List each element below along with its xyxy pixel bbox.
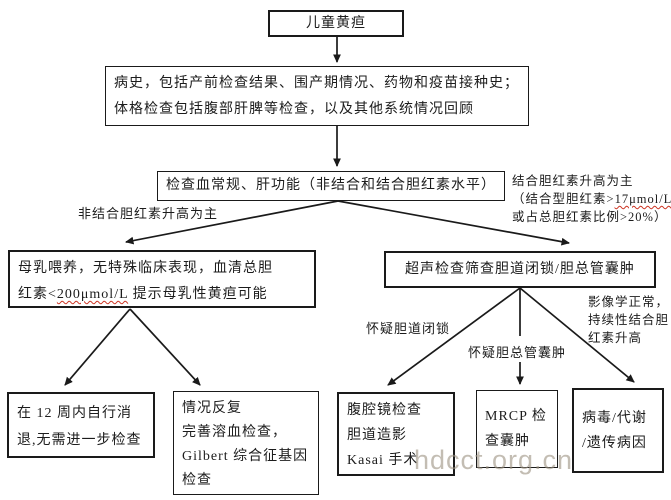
edge-label-imaging-line3: 红素升高 <box>588 331 643 345</box>
node-breast-milk-line2: 红素<200μmol/L 提示母乳性黄疸可能 <box>18 282 306 308</box>
node-recurrent-line2: 完善溶血检查， <box>182 425 287 440</box>
edge-label-conjugated: 结合胆红素升高为主 （结合型胆红素>17μmol/L 或占总胆红素比例>20%） <box>512 172 671 226</box>
node-ultrasound-screen-label: 超声检查筛查胆道闭锁/胆总管囊肿 <box>405 261 635 277</box>
node-viral-metabolic-genetic: 病毒/代谢 /遗传病因 <box>572 388 664 473</box>
node-breast-milk-line2-pre: 红素< <box>18 287 57 302</box>
edge-label-unconjugated: 非结合胆红素升高为主 <box>78 206 219 221</box>
node-ultrasound-screen: 超声检查筛查胆道闭锁/胆总管囊肿 <box>384 251 656 288</box>
node-blood-liver-tests-label: 检查血常规、肝功能（非结合和结合胆红素水平） <box>166 178 496 193</box>
node-mrcp-cyst: MRCP 检 查囊肿 <box>476 390 558 468</box>
edge-label-suspect-atresia: 怀疑胆道闭锁 <box>366 321 451 336</box>
node-etiology-line2: /遗传病因 <box>582 435 647 451</box>
node-self-resolve-line1: 在 12 周内自行消 <box>17 406 132 421</box>
edge-label-suspect-cyst: 怀疑胆总管囊肿 <box>468 345 567 360</box>
edge-label-imaging-line1: 影像学正常， <box>588 295 670 309</box>
node-pediatric-jaundice-label: 儿童黄疸 <box>306 15 366 31</box>
edge-label-conjugated-line3: 或占总胆红素比例>20%） <box>512 210 668 224</box>
node-breast-milk-line1: 母乳喂养，无特殊临床表现，血清总胆 <box>18 261 273 276</box>
node-mrcp-line2: 查囊肿 <box>485 434 530 449</box>
node-history-line1: 病史，包括产前检查结果、围产期情况、药物和疫苗接种史； <box>114 76 519 91</box>
edge-label-conjugated-threshold: 17μmol/L <box>614 192 671 206</box>
node-laparoscopy-line2: 胆道造影 <box>347 428 407 443</box>
node-history-exam: 病史，包括产前检查结果、围产期情况、药物和疫苗接种史； 体格检查包括腹部肝脾等检… <box>105 66 529 126</box>
node-self-resolve-line2: 退,无需进一步检查 <box>17 433 142 448</box>
node-recurrent-line4: 检查 <box>182 473 212 488</box>
edge-label-conjugated-line2-pre: （结合型胆红素> <box>512 192 615 206</box>
arrow-breastmilk-to-resolve <box>64 308 131 386</box>
node-breast-milk-bilirubin-value: 200μmol/L <box>56 287 129 302</box>
node-breast-milk-jaundice: 母乳喂养，无特殊临床表现，血清总胆 红素<200μmol/L 提示母乳性黄疸可能 <box>8 250 316 308</box>
edge-label-imaging-line2: 持续性结合胆 <box>588 313 670 327</box>
edge-label-conjugated-line2: （结合型胆红素>17μmol/L <box>512 190 671 208</box>
node-history-line2: 体格检查包括腹部肝脾等检查，以及其他系统情况回顾 <box>114 102 474 117</box>
node-blood-liver-tests: 检查血常规、肝功能（非结合和结合胆红素水平） <box>157 171 505 201</box>
edge-label-conjugated-line1: 结合胆红素升高为主 <box>512 174 634 188</box>
node-etiology-line1: 病毒/代谢 <box>582 410 647 426</box>
node-self-resolve: 在 12 周内自行消 退,无需进一步检查 <box>7 392 155 458</box>
node-recurrent-line1: 情况反复 <box>182 401 242 416</box>
arrow-breastmilk-to-recurrent <box>129 308 201 386</box>
node-pediatric-jaundice: 儿童黄疸 <box>268 10 404 37</box>
node-laparoscopy-line1: 腹腔镜检查 <box>347 403 422 418</box>
edge-label-imaging-normal: 影像学正常， 持续性结合胆 红素升高 <box>588 293 669 347</box>
node-recurrent-line3: Gilbert 综合征基因 <box>182 449 309 464</box>
node-breast-milk-line2-post: 提示母乳性黄疸可能 <box>128 287 268 302</box>
node-recurrent-workup: 情况反复 完善溶血检查， Gilbert 综合征基因 检查 <box>173 391 319 495</box>
node-laparoscopy-line3: Kasai 手术 <box>347 453 419 468</box>
node-laparoscopy-kasai: 腹腔镜检查 胆道造影 Kasai 手术 <box>337 392 455 476</box>
node-mrcp-line1: MRCP 检 <box>485 409 547 424</box>
